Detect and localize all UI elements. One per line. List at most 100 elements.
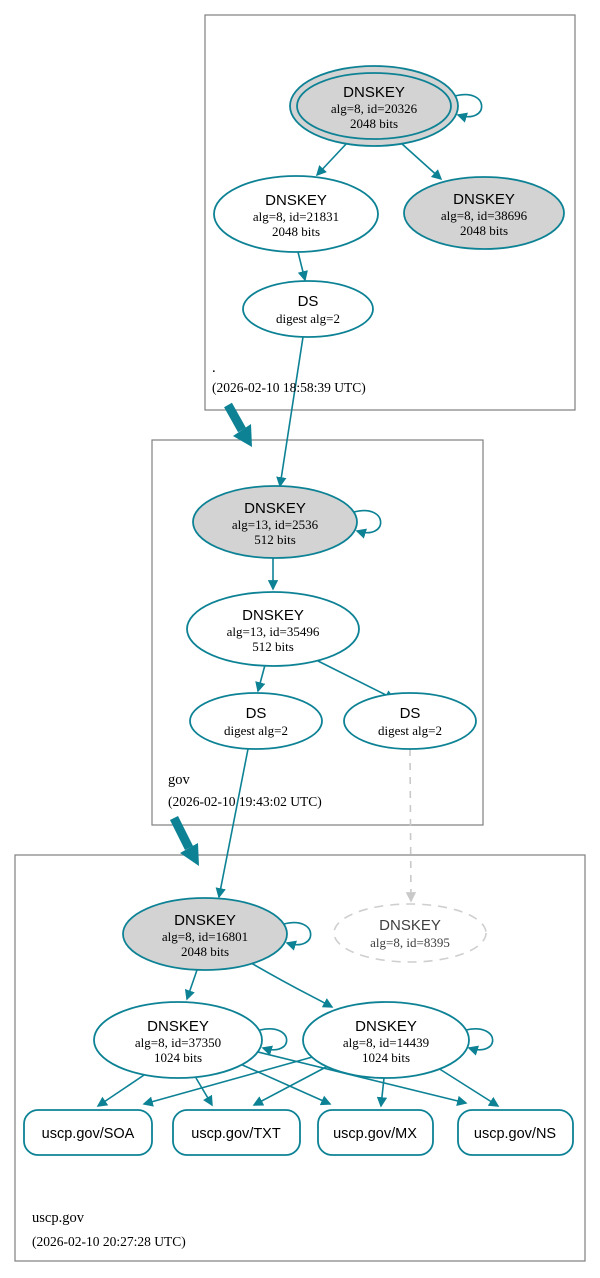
node-dnskey-37350[interactable]: DNSKEY alg=8, id=37350 1024 bits bbox=[93, 1001, 263, 1079]
edge-14439-to-ns bbox=[437, 1067, 500, 1107]
dnskey-38696-bits: 2048 bits bbox=[460, 223, 508, 238]
dnskey-20326-title: DNSKEY bbox=[343, 84, 405, 101]
node-dnskey-14439[interactable]: DNSKEY alg=8, id=14439 1024 bits bbox=[302, 1001, 470, 1079]
rrset-uscp-gov-txt[interactable]: uscp.gov/TXT bbox=[172, 1109, 301, 1156]
edge-35496-to-ds-left bbox=[255, 664, 266, 693]
dnskey-21831-ellipse[interactable] bbox=[213, 175, 379, 253]
dnskey-21831-bits: 2048 bits bbox=[272, 224, 320, 239]
rrset-soa-label: uscp.gov/SOA bbox=[42, 1126, 135, 1142]
dnskey-37350-detail: alg=8, id=37350 bbox=[135, 1035, 221, 1050]
ds-gov-left-ellipse[interactable] bbox=[189, 692, 323, 750]
ds-gov-right-detail: digest alg=2 bbox=[378, 723, 442, 738]
node-ds-gov-left[interactable]: DS digest alg=2 bbox=[189, 692, 323, 750]
rrset-soa-box[interactable] bbox=[23, 1109, 153, 1156]
edge-14439-to-soa bbox=[142, 1055, 317, 1107]
zone-timestamp-root: (2026-02-10 18:58:39 UTC) bbox=[212, 380, 366, 395]
node-dnskey-20326-ksk[interactable]: DNSKEY alg=8, id=20326 2048 bits bbox=[289, 65, 459, 147]
ds-root-detail: digest alg=2 bbox=[276, 311, 340, 326]
dnskey-2536-ellipse[interactable] bbox=[192, 485, 358, 559]
dnskey-37350-ellipse[interactable] bbox=[93, 1001, 263, 1079]
dnskey-20326-inner-ellipse bbox=[296, 72, 452, 140]
node-dnskey-2536-ksk[interactable]: DNSKEY alg=13, id=2536 512 bits bbox=[192, 485, 358, 559]
zone-label-root: . bbox=[212, 360, 216, 376]
dnskey-20326-detail: alg=8, id=20326 bbox=[331, 101, 418, 116]
node-ds-root[interactable]: DS digest alg=2 bbox=[242, 280, 374, 338]
edge-selfsig-dnskey-14439 bbox=[465, 1028, 494, 1056]
edge-selfsig-dnskey-16801 bbox=[283, 921, 312, 951]
edge-37350-to-txt bbox=[195, 1077, 213, 1107]
edge-gov-ds-to-missing-8395 bbox=[405, 748, 417, 903]
dnskey-2536-bits: 512 bits bbox=[254, 532, 296, 547]
dnskey-14439-ellipse[interactable] bbox=[302, 1001, 470, 1079]
edge-gov-ds-to-uscp-dnskey bbox=[215, 748, 249, 899]
ds-root-ellipse[interactable] bbox=[242, 280, 374, 338]
dnskey-16801-ellipse[interactable] bbox=[122, 897, 288, 971]
edge-37350-to-mx bbox=[237, 1062, 332, 1106]
delegation-arrow-root-to-gov bbox=[224, 402, 252, 447]
edge-14439-to-mx bbox=[376, 1077, 388, 1108]
zone-timestamp-gov: (2026-02-10 19:43:02 UTC) bbox=[168, 794, 322, 809]
edge-20326-to-21831 bbox=[315, 142, 348, 177]
edges-gov-zone bbox=[215, 509, 417, 903]
rrset-mx-label: uscp.gov/MX bbox=[333, 1126, 417, 1142]
dnskey-20326-outer-ellipse[interactable] bbox=[289, 65, 459, 147]
edge-root-ds-to-gov-dnskey bbox=[276, 336, 304, 488]
dnskey-16801-bits: 2048 bits bbox=[181, 944, 229, 959]
dnskey-35496-bits: 512 bits bbox=[252, 639, 294, 654]
dnskey-37350-bits: 1024 bits bbox=[154, 1050, 202, 1065]
dnskey-35496-title: DNSKEY bbox=[242, 607, 304, 624]
dnskey-21831-title: DNSKEY bbox=[265, 192, 327, 209]
rrset-mx-box[interactable] bbox=[317, 1109, 434, 1156]
node-dnskey-8395-missing[interactable]: DNSKEY alg=8, id=8395 bbox=[333, 903, 487, 963]
dnskey-16801-title: DNSKEY bbox=[174, 912, 236, 929]
node-dnskey-35496[interactable]: DNSKEY alg=13, id=35496 512 bits bbox=[186, 591, 360, 667]
dnskey-2536-title: DNSKEY bbox=[244, 500, 306, 517]
node-dnskey-16801-ksk[interactable]: DNSKEY alg=8, id=16801 2048 bits bbox=[122, 897, 288, 971]
edge-20326-to-38696 bbox=[400, 142, 443, 181]
edge-16801-to-14439 bbox=[245, 959, 334, 1008]
dnskey-21831-detail: alg=8, id=21831 bbox=[253, 209, 339, 224]
dnskey-8395-title: DNSKEY bbox=[379, 917, 441, 934]
node-dnskey-38696[interactable]: DNSKEY alg=8, id=38696 2048 bits bbox=[403, 176, 565, 250]
zone-label-uscp-gov: uscp.gov bbox=[32, 1210, 85, 1226]
edge-35496-to-ds-right bbox=[317, 660, 396, 700]
dnskey-8395-ellipse[interactable] bbox=[333, 903, 487, 963]
zone-box-root bbox=[204, 14, 576, 411]
edge-selfsig-dnskey-2536 bbox=[353, 509, 382, 539]
ds-root-title: DS bbox=[298, 293, 319, 310]
dnskey-16801-detail: alg=8, id=16801 bbox=[162, 929, 248, 944]
edge-14439-to-txt bbox=[252, 1065, 329, 1106]
ds-gov-left-title: DS bbox=[246, 705, 267, 722]
dnskey-38696-detail: alg=8, id=38696 bbox=[441, 208, 528, 223]
node-ds-gov-right[interactable]: DS digest alg=2 bbox=[343, 692, 477, 750]
dnskey-14439-detail: alg=8, id=14439 bbox=[343, 1035, 429, 1050]
dnskey-38696-title: DNSKEY bbox=[453, 191, 515, 208]
dnskey-14439-bits: 1024 bits bbox=[362, 1050, 410, 1065]
edge-16801-to-37350 bbox=[184, 969, 198, 1001]
rrset-ns-box[interactable] bbox=[457, 1109, 574, 1156]
ds-gov-left-detail: digest alg=2 bbox=[224, 723, 288, 738]
rrset-ns-label: uscp.gov/NS bbox=[474, 1126, 556, 1142]
rrset-txt-box[interactable] bbox=[172, 1109, 301, 1156]
rrset-uscp-gov-ns[interactable]: uscp.gov/NS bbox=[457, 1109, 574, 1156]
delegation-arrow-gov-to-uscp bbox=[169, 815, 199, 866]
rrset-txt-label: uscp.gov/TXT bbox=[191, 1126, 281, 1142]
rrset-uscp-gov-mx[interactable]: uscp.gov/MX bbox=[317, 1109, 434, 1156]
edge-selfsig-dnskey-37350 bbox=[259, 1028, 288, 1056]
dnskey-37350-title: DNSKEY bbox=[147, 1018, 209, 1035]
dnskey-38696-ellipse[interactable] bbox=[403, 176, 565, 250]
ds-gov-right-ellipse[interactable] bbox=[343, 692, 477, 750]
dnskey-2536-detail: alg=13, id=2536 bbox=[232, 517, 319, 532]
edge-selfsig-dnskey-20326 bbox=[454, 93, 483, 123]
edge-21831-to-ds bbox=[297, 251, 308, 282]
dnskey-20326-bits: 2048 bits bbox=[350, 116, 398, 131]
node-dnskey-21831[interactable]: DNSKEY alg=8, id=21831 2048 bits bbox=[213, 175, 379, 253]
dnskey-35496-ellipse[interactable] bbox=[186, 591, 360, 667]
dnskey-35496-detail: alg=13, id=35496 bbox=[227, 624, 320, 639]
rrset-uscp-gov-soa[interactable]: uscp.gov/SOA bbox=[23, 1109, 153, 1156]
edge-37350-to-soa bbox=[96, 1070, 151, 1107]
zone-label-gov: gov bbox=[168, 772, 191, 788]
zone-box-uscp-gov bbox=[14, 854, 586, 1262]
